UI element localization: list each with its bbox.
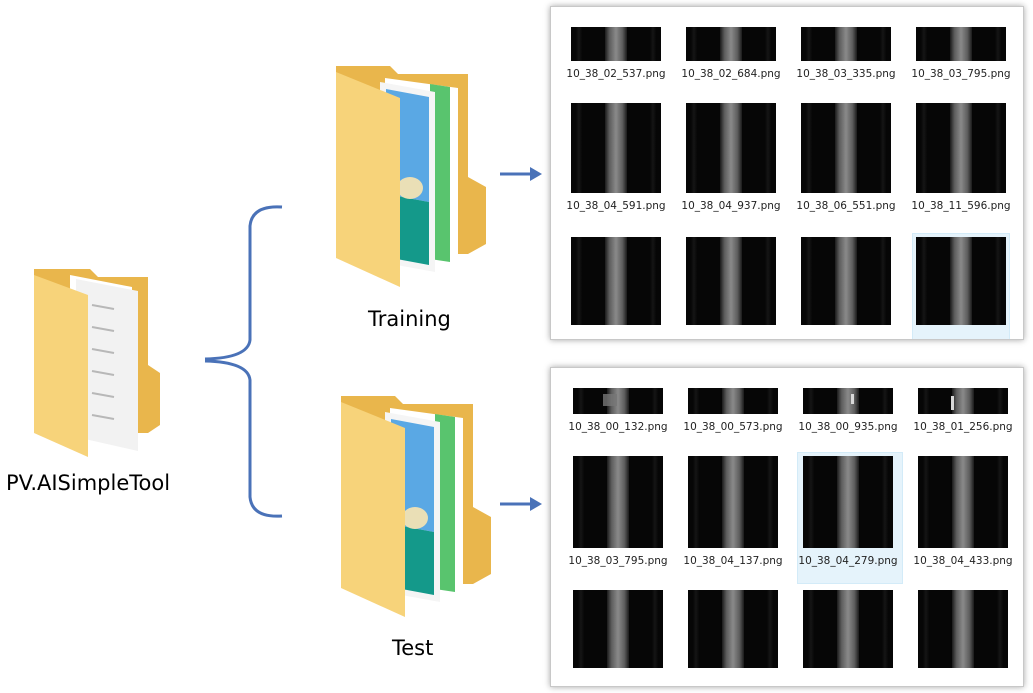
thumbnail[interactable] bbox=[686, 237, 776, 325]
thumbnail[interactable] bbox=[918, 590, 1008, 668]
file-name[interactable]: 10_38_00_132.png bbox=[568, 421, 668, 433]
test-folder-icon[interactable] bbox=[335, 392, 500, 622]
file-name[interactable]: 10_38_00_573.png bbox=[683, 421, 783, 433]
thumbnail[interactable] bbox=[688, 388, 778, 414]
thumbnail[interactable] bbox=[571, 237, 661, 325]
file-name[interactable]: 10_38_04_137.png bbox=[683, 555, 783, 567]
root-folder-label: PV.AISimpleTool bbox=[6, 471, 171, 495]
thumbnail[interactable] bbox=[916, 103, 1006, 193]
test-file-panel[interactable]: 10_38_00_132.png 10_38_00_573.png 10_38_… bbox=[550, 367, 1024, 687]
thumbnail[interactable] bbox=[916, 237, 1006, 325]
file-name[interactable]: 10_38_03_795.png bbox=[568, 555, 668, 567]
test-folder-label: Test bbox=[392, 636, 434, 660]
root-folder-icon[interactable] bbox=[30, 265, 165, 460]
thumbnail[interactable] bbox=[573, 456, 663, 548]
branch-connector bbox=[204, 205, 283, 518]
thumbnail[interactable] bbox=[571, 27, 661, 61]
file-name[interactable]: 10_38_00_935.png bbox=[798, 421, 898, 433]
thumbnail[interactable] bbox=[918, 456, 1008, 548]
file-name[interactable]: 10_38_06_551.png bbox=[796, 200, 896, 212]
file-name[interactable]: 10_38_04_279.png bbox=[798, 555, 898, 567]
thumbnail[interactable] bbox=[801, 237, 891, 325]
thumbnail[interactable] bbox=[688, 456, 778, 548]
thumbnail[interactable] bbox=[573, 388, 663, 414]
file-name[interactable]: 10_38_04_433.png bbox=[913, 555, 1013, 567]
training-folder-icon[interactable] bbox=[330, 62, 495, 292]
file-name[interactable]: 10_38_11_596.png bbox=[911, 200, 1011, 212]
file-name[interactable]: 10_38_01_256.png bbox=[913, 421, 1013, 433]
file-name[interactable]: 10_38_03_795.png bbox=[911, 68, 1011, 80]
thumbnail[interactable] bbox=[686, 103, 776, 193]
training-folder-label: Training bbox=[368, 307, 451, 331]
file-name[interactable]: 10_38_04_937.png bbox=[681, 200, 781, 212]
training-arrow-icon bbox=[500, 167, 542, 181]
test-arrow-icon bbox=[500, 497, 542, 511]
thumbnail[interactable] bbox=[918, 388, 1008, 414]
thumbnail[interactable] bbox=[688, 590, 778, 668]
thumbnail[interactable] bbox=[803, 590, 893, 668]
thumbnail[interactable] bbox=[916, 27, 1006, 61]
thumbnail[interactable] bbox=[686, 27, 776, 61]
file-name[interactable]: 10_38_04_591.png bbox=[566, 200, 666, 212]
thumbnail[interactable] bbox=[571, 103, 661, 193]
file-name[interactable]: 10_38_02_537.png bbox=[566, 68, 666, 80]
file-name[interactable]: 10_38_02_684.png bbox=[681, 68, 781, 80]
training-file-panel[interactable]: 10_38_02_537.png 10_38_02_684.png 10_38_… bbox=[550, 6, 1024, 340]
thumbnail[interactable] bbox=[801, 27, 891, 61]
thumbnail[interactable] bbox=[803, 388, 893, 414]
thumbnail[interactable] bbox=[803, 456, 893, 548]
thumbnail[interactable] bbox=[573, 590, 663, 668]
file-name[interactable]: 10_38_03_335.png bbox=[796, 68, 896, 80]
thumbnail[interactable] bbox=[801, 103, 891, 193]
